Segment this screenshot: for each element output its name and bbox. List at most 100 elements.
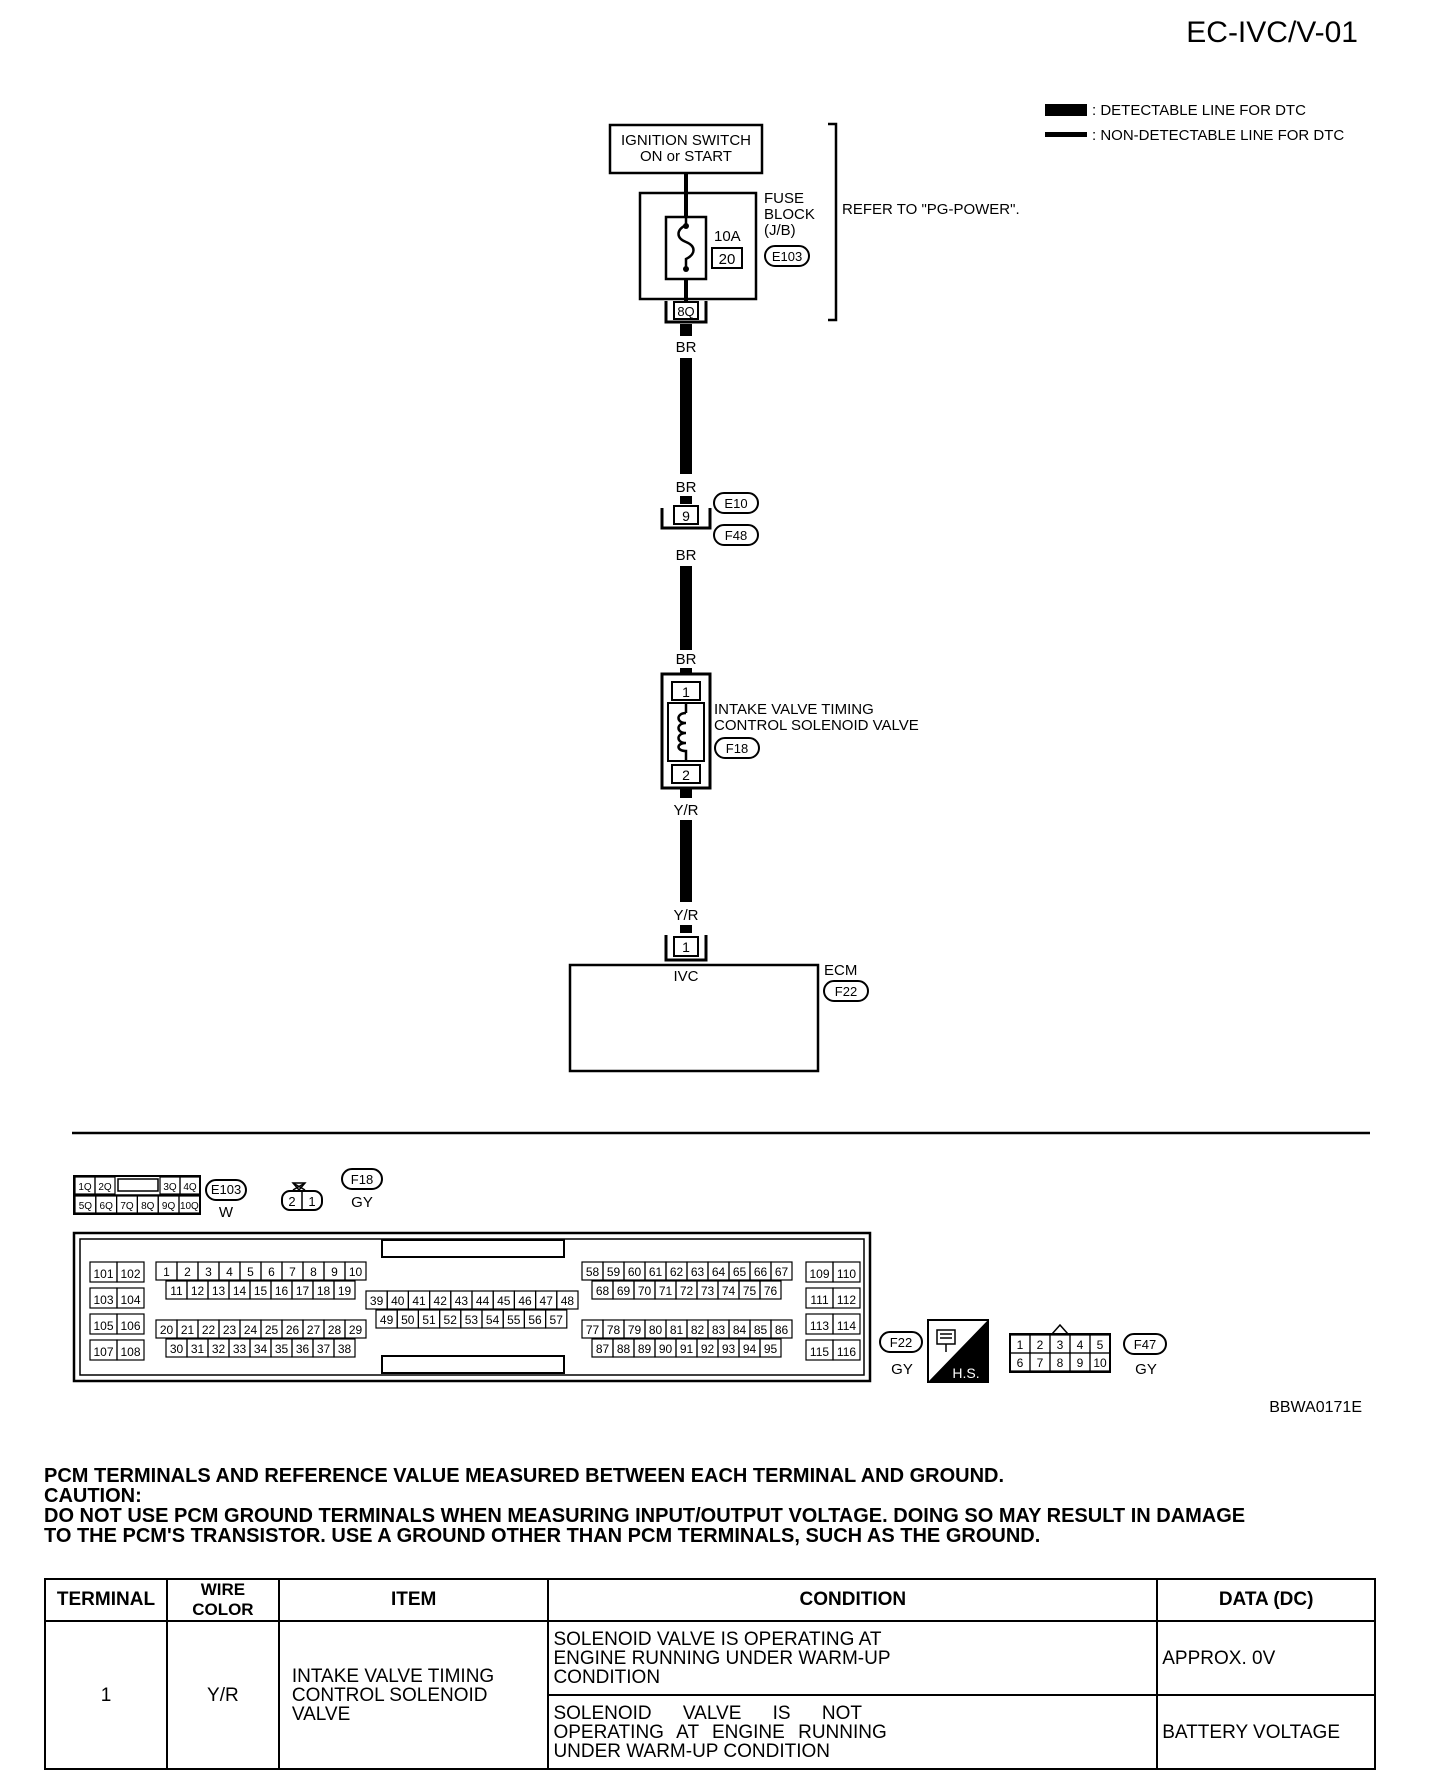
e103-pin: 10Q: [178, 1195, 201, 1214]
f47-pin: 10: [1089, 1352, 1111, 1372]
wire-br-4: BR: [676, 651, 697, 668]
e103-pin-label: 4Q: [183, 1182, 197, 1193]
ecm-pin: 110: [832, 1261, 861, 1283]
e103-pin: 8Q: [136, 1195, 159, 1214]
ecm-pin-label: 29: [349, 1323, 363, 1337]
ecm-pin: 34: [249, 1338, 272, 1358]
ecm-pin: 90: [654, 1338, 677, 1358]
ecm-pin: 56: [523, 1309, 547, 1329]
cell-item: INTAKE VALVE TIMING CONTROL SOLENOID VAL…: [277, 1620, 550, 1770]
ecm-unit: 1 IVC ECM F22: [568, 935, 869, 1073]
ecm-pin: 31: [186, 1338, 209, 1358]
ecm-pin: 83: [707, 1319, 730, 1339]
solenoid-pin-2: 2: [682, 767, 690, 783]
solenoid-label-1: INTAKE VALVE TIMING: [714, 701, 874, 718]
ecm-pin-label: 71: [659, 1284, 673, 1298]
f47-color: GY: [1135, 1361, 1157, 1378]
ecm-pin-label: 27: [307, 1323, 321, 1337]
e103-pin-label: 9Q: [162, 1201, 176, 1212]
ecm-pin: 41: [407, 1290, 431, 1310]
ecm-pin: 92: [696, 1338, 719, 1358]
ecm-pin: 87: [591, 1338, 614, 1358]
ecm-ivc-label: IVC: [673, 968, 698, 985]
ecm-pin: 62: [665, 1261, 688, 1281]
ecm-pin: 103: [89, 1287, 118, 1309]
wire-br-3: BR: [676, 547, 697, 564]
header-item: ITEM: [277, 1578, 550, 1622]
table-row: SOLENOID VALVE IS NOT OPERATING AT ENGIN…: [45, 1694, 1376, 1770]
table-header-row: TERMINAL WIRE COLOR ITEM CONDITION DATA …: [44, 1578, 1376, 1622]
ecm-pin: 68: [591, 1280, 614, 1300]
ecm-pin-label: 23: [223, 1323, 237, 1337]
ecm-pin-label: 17: [296, 1284, 310, 1298]
ecm-pin: 57: [544, 1309, 568, 1329]
ecm-pin: 5: [239, 1261, 262, 1281]
ecm-pin-label: 39: [370, 1294, 384, 1308]
ecm-pin-label: 102: [120, 1267, 140, 1281]
ecm-pin-label: 88: [617, 1342, 631, 1356]
e103-key: [117, 1178, 159, 1192]
ecm-pin: 78: [602, 1319, 625, 1339]
ecm-pin: 6: [260, 1261, 283, 1281]
ecm-pin: 15: [249, 1280, 272, 1300]
ecm-pin-label: 64: [712, 1265, 726, 1279]
ecm-pin-label: 114: [837, 1319, 856, 1333]
ecm-pin-label: 62: [670, 1265, 684, 1279]
cell-wire-color: Y/R: [165, 1620, 280, 1770]
ecm-pin-label: 74: [722, 1284, 736, 1298]
harness-side-icon: H.S.: [927, 1319, 989, 1383]
ecm-pin-label: 101: [93, 1267, 113, 1281]
ecm-pin: 21: [176, 1319, 199, 1339]
condition-line: SOLENOID VALVE IS NOT: [553, 1702, 862, 1724]
ecm-pin-label: 89: [638, 1342, 652, 1356]
ecm-pin: 46: [513, 1290, 537, 1310]
fuse-number: 20: [719, 251, 736, 268]
header-wire-color: WIRE COLOR: [165, 1578, 280, 1622]
e103-pin: 6Q: [95, 1195, 118, 1214]
f47-id: F47: [1134, 1337, 1156, 1352]
ecm-pin: 115: [805, 1339, 834, 1361]
wire-br-2: BR: [676, 479, 697, 496]
f18-id: F18: [351, 1172, 373, 1187]
ecm-pin: 20: [155, 1319, 178, 1339]
ecm-pin-label: 19: [338, 1284, 352, 1298]
e103-pin-label: 7Q: [120, 1201, 134, 1212]
ecm-pin: 74: [717, 1280, 740, 1300]
ecm-pin-label: 106: [120, 1319, 140, 1333]
e103-pin-label: 5Q: [79, 1201, 93, 1212]
ecm-pin: 13: [207, 1280, 230, 1300]
ecm-pin: 71: [654, 1280, 677, 1300]
f47-pin: 4: [1069, 1334, 1091, 1354]
ecm-pin-label: 55: [507, 1313, 521, 1327]
ecm-pin-label: 61: [649, 1265, 663, 1279]
ecm-pin-label: 107: [93, 1345, 113, 1359]
ecm-pin: 30: [165, 1338, 188, 1358]
ecm-pin-label: 12: [191, 1284, 205, 1298]
ecm-pin: 86: [770, 1319, 793, 1339]
fuse-connector: E103: [772, 249, 802, 264]
f47-pin: 9: [1069, 1352, 1091, 1372]
header-condition: CONDITION: [547, 1578, 1159, 1622]
ecm-pin-label: 84: [733, 1323, 747, 1337]
ecm-pin-label: 13: [212, 1284, 226, 1298]
ecm-pin-label: 4: [226, 1265, 233, 1279]
condition-line: OPERATING AT ENGINE RUNNING: [553, 1721, 887, 1743]
ecm-pin: 11: [165, 1280, 188, 1300]
ecm-pin: 47: [534, 1290, 558, 1310]
e103-pin-label: 10Q: [180, 1201, 199, 1212]
e103-pin: 3Q: [159, 1176, 181, 1195]
ecm-pin-label: 47: [540, 1294, 554, 1308]
header-terminal: TERMINAL: [44, 1578, 168, 1622]
ecm-pin: 112: [832, 1287, 861, 1309]
f47-pin-label: 2: [1037, 1338, 1044, 1352]
cell-data-2: BATTERY VOLTAGE: [1156, 1694, 1376, 1770]
ecm-pin-label: 30: [170, 1342, 184, 1356]
f47-pin: 5: [1089, 1334, 1111, 1354]
ecm-pin-label: 105: [93, 1319, 113, 1333]
refer-text: REFER TO "PG-POWER".: [842, 201, 1020, 218]
wire-segment: [680, 820, 692, 902]
ecm-pin: 26: [281, 1319, 304, 1339]
ecm-pin-label: 21: [181, 1323, 195, 1337]
ecm-pin: 65: [728, 1261, 751, 1281]
ecm-pin: 16: [270, 1280, 293, 1300]
